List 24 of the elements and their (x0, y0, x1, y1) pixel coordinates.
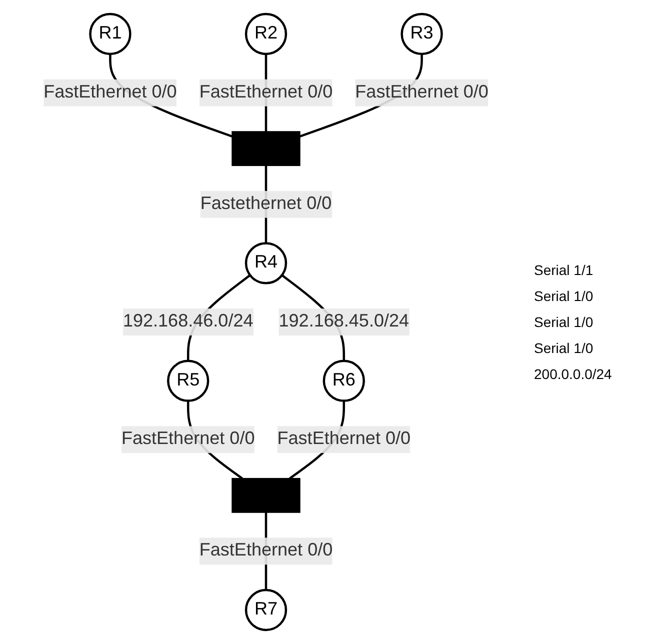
node-circle (244, 588, 288, 632)
node-circle (89, 12, 132, 56)
node-circle (167, 360, 210, 402)
node-circle (244, 12, 288, 56)
interface-label: Serial 1/0 (534, 288, 594, 304)
edge-label: Fastethernet 0/0 (200, 194, 332, 214)
node-circle (400, 12, 443, 56)
interface-label: Serial 1/0 (534, 340, 594, 356)
edge-label: FastEthernet 0/0 (277, 430, 411, 449)
node-bar (232, 131, 300, 166)
edge-label: FastEthernet 0/0 (199, 541, 333, 560)
edge-label: 192.168.46.0/24 (122, 312, 254, 332)
edge-label: FastEthernet 0/0 (44, 82, 177, 102)
node-circle (244, 242, 288, 284)
interface-label: 200.0.0.0/24 (534, 366, 613, 382)
edge-label: FastEthernet 0/0 (199, 82, 333, 102)
interface-label: Serial 1/0 (534, 314, 594, 330)
interface-label: Serial 1/1 (534, 262, 594, 278)
edge-label: 192.168.45.0/24 (278, 312, 410, 332)
network-diagram: FastEthernet 0/0 FastEthernet 0/0 FastEthernet 0/0 Fastethernet 0/0 192.168.46.0/24 192.168.45.0/24 FastEthernet 0/0 FastEthernet 0/0 FastEthernet 0/0 R1 R2 R3 R4 R5 R6 R7 (6, 5, 526, 639)
edge-label: FastEthernet 0/0 (355, 82, 488, 102)
node-circle (322, 360, 365, 402)
edge-label: FastEthernet 0/0 (121, 430, 255, 449)
node-bar (232, 478, 300, 513)
